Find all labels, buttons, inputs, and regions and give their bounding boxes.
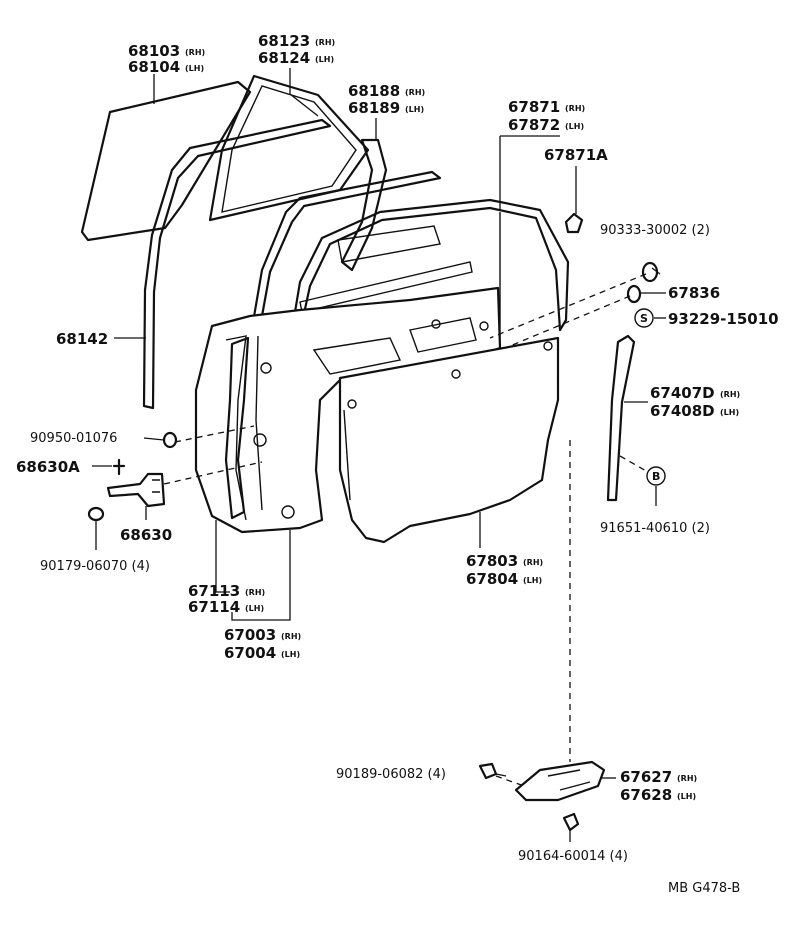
door-glass[interactable] <box>80 80 252 242</box>
svg-text:67803: 67803 <box>466 552 518 570</box>
symbol-s: S <box>640 312 648 325</box>
svg-text:(LH): (LH) <box>185 64 204 73</box>
label-68630: 68630 <box>120 526 172 544</box>
pin-68630a[interactable] <box>112 458 126 476</box>
glass-run-channel[interactable] <box>142 118 332 410</box>
label-91651: 91651-40610 (2) <box>600 521 710 536</box>
service-hole-cover[interactable] <box>338 336 560 544</box>
label-68188: 68188 (RH) 68189 (LH) <box>348 82 425 117</box>
label-68103: 68103 (RH) 68104 (LH) <box>128 42 205 76</box>
door-seal[interactable] <box>224 336 250 520</box>
label-68142: 68142 <box>56 330 108 348</box>
svg-text:(LH): (LH) <box>281 650 300 659</box>
svg-text:68103: 68103 <box>128 42 180 60</box>
label-67871: 67871 (RH) 67872 (LH) <box>508 98 585 134</box>
svg-text:(RH): (RH) <box>677 774 697 783</box>
svg-text:(RH): (RH) <box>523 558 543 567</box>
svg-text:(LH): (LH) <box>405 105 424 114</box>
svg-text:(LH): (LH) <box>565 122 584 131</box>
svg-text:68188: 68188 <box>348 82 400 100</box>
screw-93229[interactable]: S <box>634 308 654 328</box>
svg-text:(LH): (LH) <box>523 576 542 585</box>
label-67407d: 67407D (RH) 67408D (LH) <box>650 384 740 420</box>
door-shell[interactable] <box>194 286 502 534</box>
label-67871a: 67871A <box>544 146 608 164</box>
door-frame[interactable] <box>248 170 473 342</box>
clip-67871a[interactable] <box>564 212 584 234</box>
leader-lines <box>92 68 666 842</box>
door-check-68630[interactable] <box>106 472 166 508</box>
svg-text:67113: 67113 <box>188 582 240 600</box>
label-90333: 90333-30002 (2) <box>600 223 710 238</box>
svg-text:(LH): (LH) <box>245 604 264 613</box>
svg-text:(RH): (RH) <box>720 390 740 399</box>
plug-90333[interactable] <box>641 261 659 283</box>
svg-text:68189: 68189 <box>348 99 400 117</box>
bolt-90189[interactable] <box>478 762 498 780</box>
svg-text:67003: 67003 <box>224 626 276 644</box>
svg-text:(RH): (RH) <box>405 88 425 97</box>
label-90189: 90189-06082 (4) <box>336 767 446 782</box>
bolt-90179[interactable] <box>87 506 105 522</box>
svg-text:(RH): (RH) <box>245 588 265 597</box>
label-68123: 68123 (RH) 68124 (LH) <box>258 32 335 67</box>
svg-text:(RH): (RH) <box>565 104 585 113</box>
diagram-code: MB G478-B <box>668 881 740 896</box>
label-90164: 90164-60014 (4) <box>518 849 628 864</box>
label-67836: 67836 <box>668 284 720 302</box>
svg-text:(LH): (LH) <box>677 792 696 801</box>
lower-bracket-67627[interactable] <box>514 760 606 802</box>
dashed-guides <box>163 273 649 787</box>
svg-text:(LH): (LH) <box>720 408 739 417</box>
svg-text:67872: 67872 <box>508 116 560 134</box>
svg-text:67004: 67004 <box>224 644 276 662</box>
svg-text:67627: 67627 <box>620 768 672 786</box>
symbol-b: B <box>652 470 660 483</box>
label-67003: 67003 (RH) 67004 (LH) <box>224 626 301 662</box>
label-68630a: 68630A <box>16 458 80 476</box>
label-67113: 67113 (RH) 67114 (LH) <box>188 582 265 616</box>
rear-lower-channel[interactable] <box>606 334 636 502</box>
svg-text:67871: 67871 <box>508 98 560 116</box>
label-67627: 67627 (RH) 67628 (LH) <box>620 768 697 804</box>
svg-text:68104: 68104 <box>128 58 180 76</box>
label-90950: 90950-01076 <box>30 431 117 446</box>
plug-67836[interactable] <box>626 284 642 304</box>
plug-90950[interactable] <box>162 431 178 449</box>
svg-text:(LH): (LH) <box>315 55 334 64</box>
svg-text:67628: 67628 <box>620 786 672 804</box>
svg-text:68123: 68123 <box>258 32 310 50</box>
svg-text:67408D: 67408D <box>650 402 715 420</box>
svg-text:68124: 68124 <box>258 49 310 67</box>
svg-text:(RH): (RH) <box>315 38 335 47</box>
svg-text:(RH): (RH) <box>185 48 205 57</box>
svg-text:(RH): (RH) <box>281 632 301 641</box>
svg-text:67407D: 67407D <box>650 384 715 402</box>
bolt-91651[interactable]: B <box>646 466 666 486</box>
svg-text:67804: 67804 <box>466 570 518 588</box>
screw-90164[interactable] <box>562 812 580 832</box>
svg-text:67114: 67114 <box>188 598 240 616</box>
label-93229: 93229-15010 <box>668 310 779 328</box>
label-67803: 67803 (RH) 67804 (LH) <box>466 552 543 588</box>
division-bar[interactable] <box>340 138 388 272</box>
label-90179: 90179-06070 (4) <box>40 559 150 574</box>
